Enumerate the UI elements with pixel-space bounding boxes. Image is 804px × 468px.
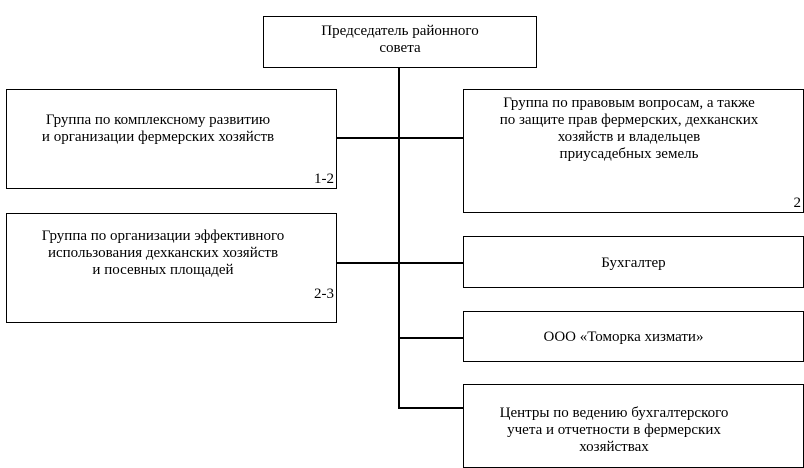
node-count: 1-2	[314, 171, 334, 187]
node-label: Группа по комплексному развитию и органи…	[41, 112, 275, 145]
node-group-legal: Группа по правовым вопросам, а также по …	[463, 89, 804, 213]
node-chairman: Председатель районного совета	[263, 16, 537, 68]
node-group-efficient: Группа по организации эффективного испол…	[6, 213, 337, 323]
node-accountant: Бухгалтер	[463, 236, 804, 288]
node-label: Группа по правовым вопросам, а также по …	[499, 95, 759, 162]
node-label: Бухгалтер	[601, 255, 666, 271]
connector-row1	[336, 137, 463, 139]
node-label: Центры по ведению бухгалтерского учета и…	[499, 405, 729, 455]
node-tomorka: ООО «Томорка хизмати»	[463, 311, 804, 362]
node-label: Группа по организации эффективного испол…	[41, 228, 285, 278]
connector-tomorka	[399, 337, 463, 339]
node-count: 2	[793, 195, 802, 211]
connector-centers	[399, 407, 463, 409]
node-label: ООО «Томорка хизмати»	[543, 329, 704, 345]
connector-row2	[336, 262, 463, 264]
node-group-complex: Группа по комплексному развитию и органи…	[6, 89, 337, 189]
node-label: Председатель районного совета	[321, 23, 479, 56]
node-centers: Центры по ведению бухгалтерского учета и…	[463, 384, 804, 468]
node-count: 2-3	[314, 286, 334, 302]
trunk-line	[398, 67, 400, 409]
